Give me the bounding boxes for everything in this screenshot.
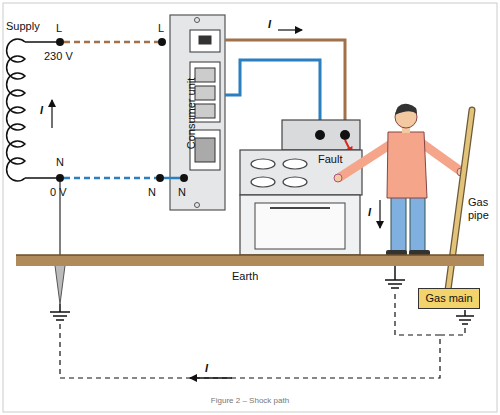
neutral-wire [64,177,156,180]
voltage-label: 0 V [50,186,67,199]
gas-main-box: Gas main [418,288,480,309]
earth-label: Earth [232,270,258,283]
current-label: I [40,104,43,117]
earth-symbol [50,304,70,320]
ground [16,255,484,266]
current-label: I [268,18,271,31]
consumer-unit-body [170,15,225,210]
terminal-label: L [56,22,62,35]
pipe-label: Gas pipe [468,196,498,222]
current-arrow [278,29,302,30]
voltage-label: 230 V [44,50,73,63]
person [334,104,465,256]
node-text: Consumer unit [185,78,198,150]
current-arrow [190,377,232,379]
oven-door [255,203,345,249]
current-label: I [205,362,208,375]
terminal-label: N [148,186,156,199]
earth-symbol [385,266,405,288]
terminal-label: N [56,156,64,169]
return-path [60,292,440,378]
burners [251,159,307,187]
current-arrow [379,200,380,228]
consumer-unit: Consumer unit [170,15,225,210]
terminal-label: N [178,186,186,199]
terminal-label: L [158,22,164,35]
node-text: Gas main [424,292,474,305]
supply-label: Supply [6,20,40,33]
earth-symbol [456,310,474,324]
current-arrow [51,100,52,128]
coil-winding [7,39,25,181]
fault-label: Fault [318,153,342,166]
line-cable [225,40,345,130]
figure-caption: Figure 2 – Shock path [0,396,500,405]
line-wire [64,41,158,44]
supply-coil [7,39,25,181]
oven [240,195,360,255]
frame [3,3,497,412]
current-label: I [368,206,371,219]
